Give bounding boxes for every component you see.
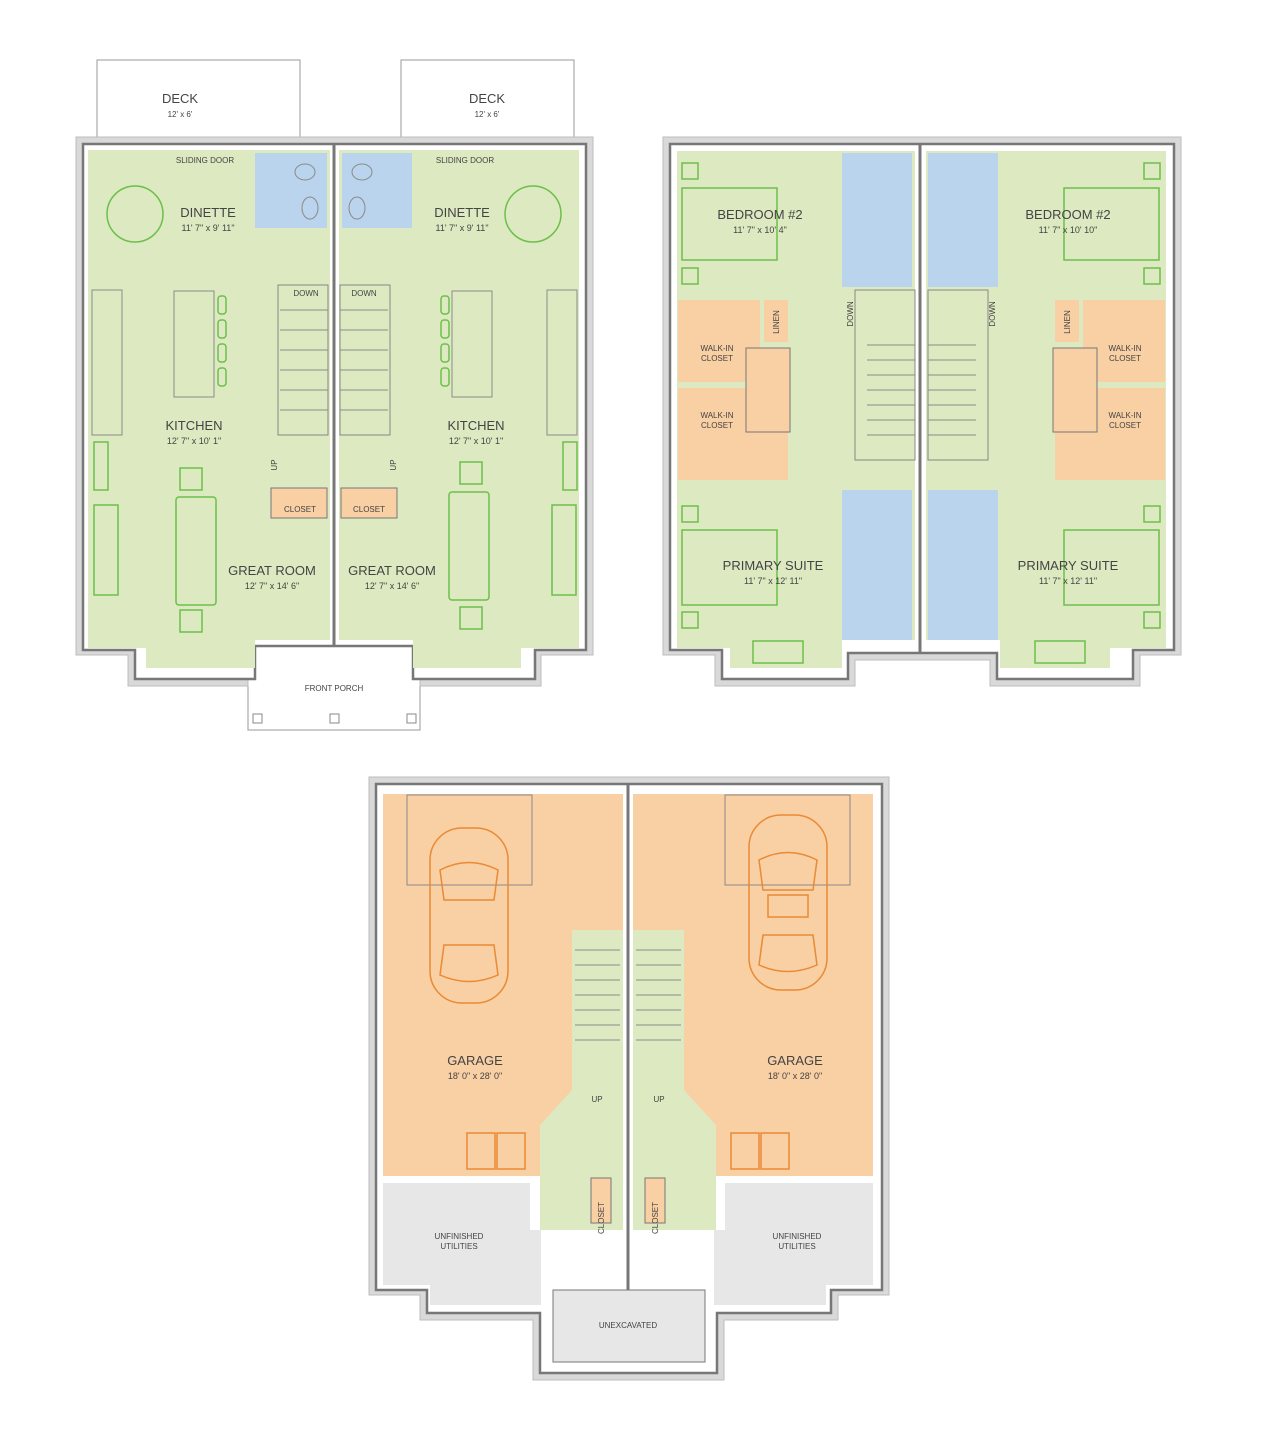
closet-label: CLOSET — [651, 1202, 660, 1234]
upper-floor-plan: DOWN DOWN BEDROOM #2 11' 7" x 10' 4" BED… — [662, 136, 1182, 687]
room-dimensions: 11' 7" x 9' 11" — [181, 223, 234, 233]
front-porch-label: FRONT PORCH — [305, 684, 364, 693]
closet-label: CLOSET — [1109, 421, 1141, 430]
room-label: DINETTE — [434, 205, 490, 220]
room-label: GREAT ROOM — [228, 563, 316, 578]
room-label: PRIMARY SUITE — [723, 558, 824, 573]
lower-floor-plan: GARAGE 18' 0" x 28' 0" GARAGE 18' 0" x 2… — [368, 776, 890, 1381]
car-icon — [429, 827, 509, 1004]
closet-label: CLOSET — [701, 421, 733, 430]
room-dimensions: 11' 7" x 12' 11" — [1039, 576, 1097, 586]
utilities-left — [383, 1183, 541, 1305]
main-floor-plan: DECK 12' x 6' DECK 12' x 6' FRONT PORCH — [75, 59, 594, 731]
stairs-up-label: UP — [389, 459, 398, 470]
stairs-up-label: UP — [270, 459, 279, 470]
utilities-label: UNFINISHED — [435, 1232, 484, 1241]
utilities-label: UNFINISHED — [773, 1232, 822, 1241]
unexcavated-area — [552, 1289, 706, 1363]
closet-label: WALK-IN — [700, 411, 733, 420]
washer-dryer-icon — [466, 1132, 790, 1170]
powder-room-left — [255, 153, 327, 228]
utilities-label: UTILITIES — [778, 1242, 815, 1251]
closet-label: WALK-IN — [1108, 344, 1141, 353]
linen-label: LINEN — [1063, 310, 1072, 334]
stair-hall-right — [633, 930, 716, 1230]
unit-a-main-living — [88, 150, 330, 668]
room-dimensions: 12' 7" x 10' 1" — [167, 436, 221, 446]
sliding-door-label: SLIDING DOOR — [436, 156, 494, 165]
powder-room-right — [342, 153, 412, 228]
room-dimensions: 12' 7" x 14' 6" — [245, 581, 299, 591]
stairs-down-label: DOWN — [293, 289, 319, 298]
deck-dimensions: 12' x 6' — [475, 110, 500, 119]
stairs-down-label: DOWN — [351, 289, 377, 298]
room-dimensions: 12' 7" x 10' 1" — [449, 436, 503, 446]
utilities-right — [714, 1183, 873, 1305]
closet-label: CLOSET — [353, 505, 385, 514]
utilities-label: UTILITIES — [440, 1242, 477, 1251]
deck-dimensions: 12' x 6' — [168, 110, 193, 119]
stairs-up-label: UP — [591, 1095, 602, 1104]
closet-right — [340, 487, 398, 519]
closets-right — [1052, 300, 1165, 480]
closet-label: CLOSET — [597, 1202, 606, 1234]
room-dimensions: 11' 7" x 9' 11" — [435, 223, 488, 233]
room-dimensions: 18' 0" x 28' 0" — [768, 1071, 822, 1081]
stairs-down-label: DOWN — [846, 301, 855, 327]
dining-table-icon — [106, 185, 562, 243]
linen-label: LINEN — [772, 310, 781, 334]
closet-label: CLOSET — [701, 354, 733, 363]
room-label: PRIMARY SUITE — [1018, 558, 1119, 573]
deck-label: DECK — [469, 91, 505, 106]
deck-left: DECK 12' x 6' — [96, 59, 301, 141]
sofa-icon — [93, 441, 578, 633]
room-label: BEDROOM #2 — [717, 207, 802, 222]
room-label: DINETTE — [180, 205, 236, 220]
primary-bathroom — [842, 490, 912, 640]
unit-b-main-living — [339, 150, 579, 668]
closets-left — [678, 300, 791, 480]
primary-bathroom — [928, 490, 998, 640]
room-label: KITCHEN — [165, 418, 222, 433]
closet-label: WALK-IN — [700, 344, 733, 353]
room-label: GREAT ROOM — [348, 563, 436, 578]
room-label: GARAGE — [447, 1053, 503, 1068]
stairs-left — [277, 284, 329, 436]
closet-label: CLOSET — [284, 505, 316, 514]
bathroom — [928, 153, 998, 287]
room-label: KITCHEN — [447, 418, 504, 433]
deck-label: DECK — [162, 91, 198, 106]
room-dimensions: 18' 0" x 28' 0" — [448, 1071, 502, 1081]
car-icon — [748, 814, 828, 991]
bed-icon — [681, 162, 1161, 664]
closet-label: CLOSET — [1109, 354, 1141, 363]
closet-left — [270, 487, 328, 519]
room-label: GARAGE — [767, 1053, 823, 1068]
deck-right: DECK 12' x 6' — [400, 59, 575, 141]
room-dimensions: 12' 7" x 14' 6" — [365, 581, 419, 591]
closet-label: WALK-IN — [1108, 411, 1141, 420]
sliding-door-label: SLIDING DOOR — [176, 156, 234, 165]
bar-stool-icon — [217, 295, 450, 387]
room-dimensions: 11' 7" x 10' 4" — [733, 225, 787, 235]
stairs-right — [339, 284, 391, 436]
stairs-up-label: UP — [653, 1095, 664, 1104]
room-dimensions: 11' 7" x 10' 10" — [1039, 225, 1098, 235]
front-porch: FRONT PORCH — [247, 644, 421, 731]
stairs-down-label: DOWN — [988, 301, 997, 327]
stair-hall-left — [540, 930, 623, 1230]
room-label: BEDROOM #2 — [1025, 207, 1110, 222]
room-dimensions: 11' 7" x 12' 11" — [744, 576, 802, 586]
bathroom — [842, 153, 912, 287]
unexcavated-label: UNEXCAVATED — [599, 1321, 657, 1330]
